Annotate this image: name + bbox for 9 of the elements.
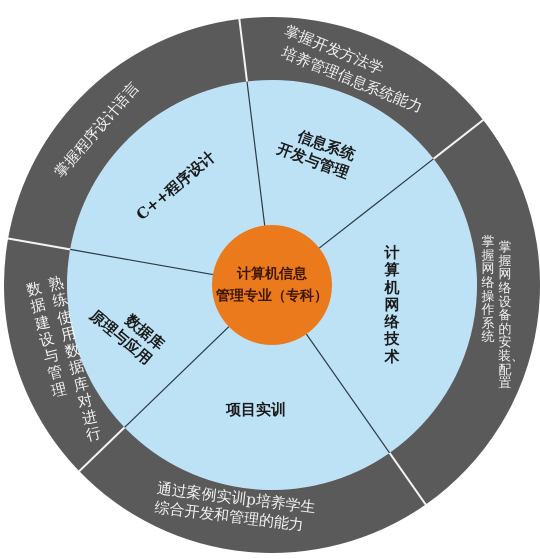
outer-ring-label: 通过案例实训p培养学生综合开发和管理的能力 (154, 479, 318, 536)
center-title: 管理专业（专科） (216, 287, 328, 306)
outer-ring-label: 掌握网络操作系统 (481, 235, 495, 345)
center-title: 计算机信息 (237, 264, 307, 284)
segment-label: 计算机网络技术 (384, 244, 400, 366)
segment-label: 信息系统开发与管理 (274, 126, 358, 182)
segment-label: 数据库原理与应用 (86, 304, 168, 368)
segment-label: 项目实训 (226, 400, 286, 420)
outer-ring-label: 掌握程序设计语言 (50, 78, 144, 182)
